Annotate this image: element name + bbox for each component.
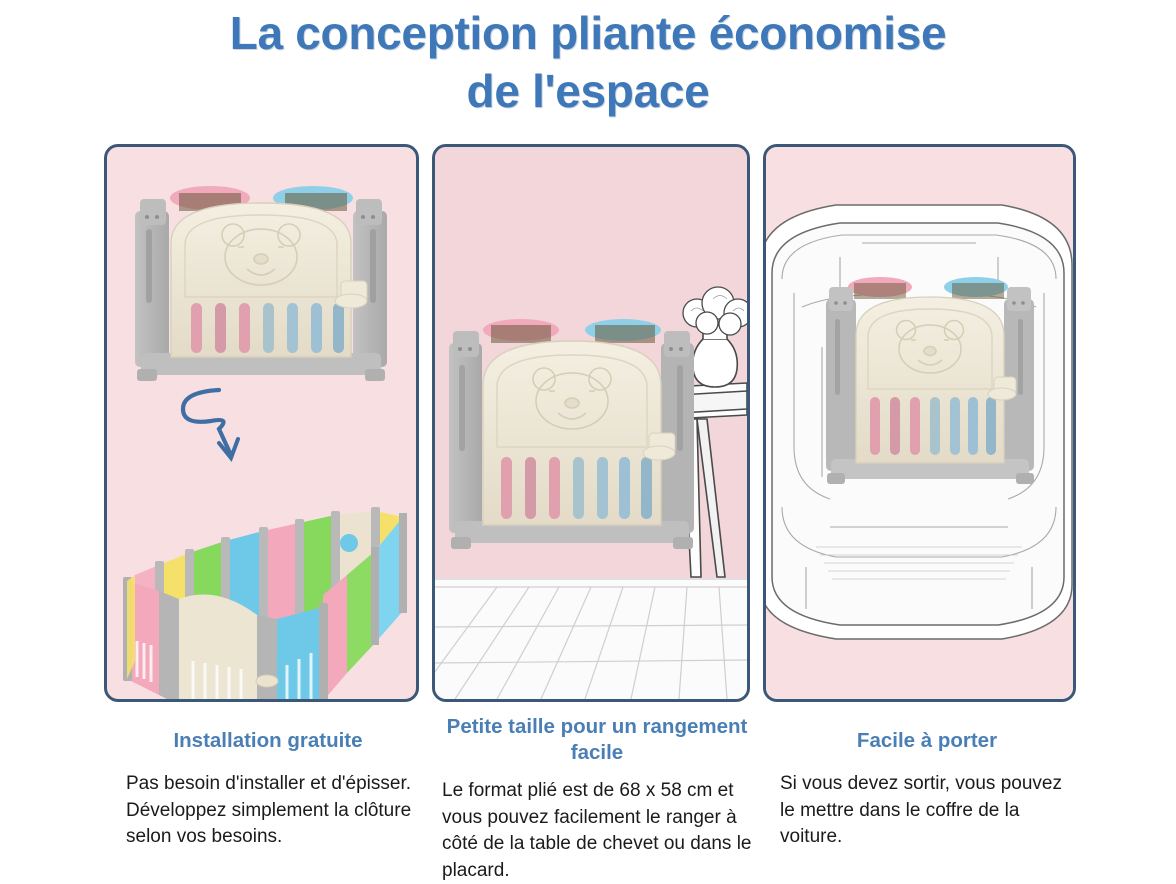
playpen-right-side xyxy=(323,513,407,699)
curved-down-arrow-icon xyxy=(180,387,240,463)
gate-latch xyxy=(987,376,1017,401)
playpen-front-row xyxy=(123,577,328,699)
caption-body-2: Le format plié est de 68 x 58 cm et vous… xyxy=(442,780,752,881)
folded-and-unfolded-playpen-illustration xyxy=(123,186,407,699)
trunk-carpet-texture xyxy=(816,546,1022,580)
bear-face-emboss xyxy=(221,223,301,286)
bear-face-emboss xyxy=(895,319,965,374)
caption-body-3: Si vous devez sortir, vous pouvez le met… xyxy=(780,773,1062,847)
image-panel-free-installation xyxy=(104,144,419,702)
panel-2-scene xyxy=(435,147,747,699)
image-panel-small-size-storage xyxy=(432,144,750,702)
gate-latch xyxy=(334,280,368,309)
page-title-line-1: La conception pliante économise xyxy=(229,7,947,59)
caption-heading-3: Facile à porter xyxy=(856,729,998,752)
room-with-folded-pen-illustration xyxy=(435,286,747,699)
gate-latch xyxy=(642,432,676,461)
caption-block-free-installation: Installation gratuite Pas besoin d'insta… xyxy=(104,708,432,883)
page-title-line-2: de l'espace xyxy=(466,65,710,117)
caption-block-easy-to-carry: Facile à porter Si vous devez sortir, vo… xyxy=(762,708,1092,883)
caption-heading-1: Installation gratuite xyxy=(173,729,363,752)
image-panel-easy-to-carry xyxy=(763,144,1076,702)
gate-vent-slots xyxy=(191,303,344,353)
caption-heading-2: Petite taille pour un rangement facile xyxy=(446,715,748,764)
gate-vent-slots xyxy=(870,397,996,455)
panel-3-scene xyxy=(766,147,1073,699)
caption-row: Installation gratuite Pas besoin d'insta… xyxy=(104,708,1104,883)
caption-block-small-size-storage: Petite taille pour un rangement facile L… xyxy=(432,708,762,883)
folded-pen-top xyxy=(135,186,387,381)
image-panel-row xyxy=(104,144,1076,702)
gate-vent-slots xyxy=(501,457,652,519)
unfolded-playpen xyxy=(123,507,407,699)
page-title: La conception pliante économise de l'esp… xyxy=(0,0,1176,120)
caption-body-1: Pas besoin d'installer et d'épisser. Dév… xyxy=(126,773,412,847)
folded-pen-trunk xyxy=(826,277,1034,484)
wood-floor-planks xyxy=(435,578,747,699)
folded-pen-room xyxy=(449,319,694,549)
bear-face-emboss xyxy=(532,367,612,430)
room-floor xyxy=(435,577,747,699)
panel-1-scene xyxy=(107,147,416,699)
playpen-left-side xyxy=(127,575,135,679)
car-trunk-with-folded-pen-illustration xyxy=(766,204,1073,640)
